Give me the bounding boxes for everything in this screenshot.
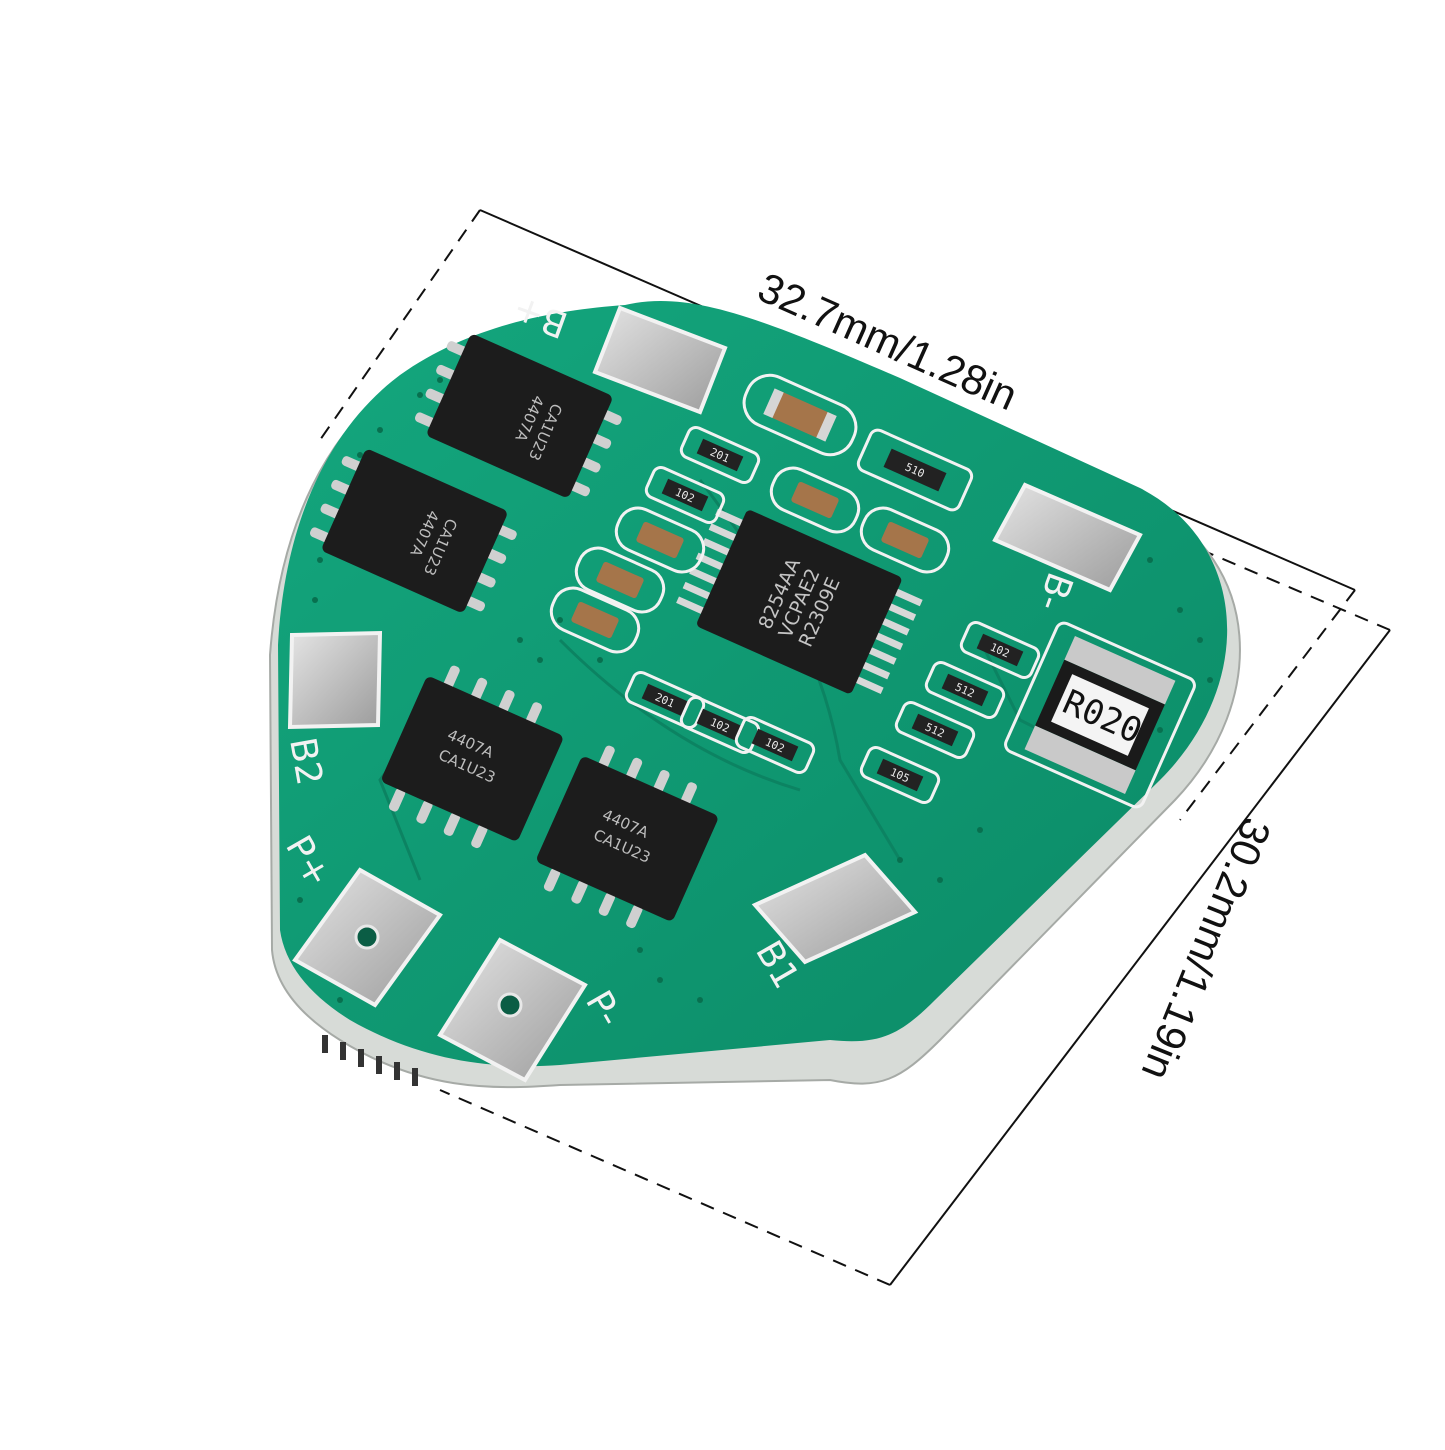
capacitor [614, 506, 706, 574]
mosfet-chip: 4407A CA1U23 [537, 745, 718, 929]
controller-ic: 8254AA VCPAE2 R2309E [676, 508, 923, 694]
pad-b-minus [992, 482, 1143, 593]
capacitor [769, 466, 861, 534]
resistor: 102 [644, 465, 726, 525]
pad-label-b2: B2 [281, 734, 330, 788]
pad-p-plus [292, 867, 443, 1008]
resistor: 102 [959, 620, 1041, 680]
resistor: 201 [624, 670, 706, 730]
capacitor [574, 546, 666, 614]
mosfet-chip: 4407A CA1U23 [309, 449, 517, 612]
mosfet-chip: 4407A CA1U23 [414, 334, 622, 497]
capacitor [549, 586, 641, 654]
edge-contacts [322, 1035, 418, 1086]
mounting-hole [354, 924, 380, 950]
resistor: 510 [856, 428, 974, 512]
capacitor [742, 373, 858, 457]
mosfet-chip: 4407A CA1U23 [382, 665, 563, 849]
capacitor [859, 506, 951, 574]
pad-b2 [287, 630, 383, 730]
resistor: 105 [859, 745, 941, 805]
height-label: 30.2mm/1.19in [1133, 812, 1281, 1087]
pcb-board [278, 301, 1228, 1067]
shunt-resistor: R020 [1004, 621, 1196, 809]
resistor: 102 [734, 715, 816, 775]
mounting-hole [497, 992, 523, 1018]
resistor: 512 [924, 660, 1006, 720]
resistor: 512 [894, 700, 976, 760]
resistor: 201 [679, 425, 761, 485]
pad-b1 [751, 852, 919, 965]
pad-p-minus [437, 937, 588, 1083]
pad-b-plus [592, 305, 728, 415]
